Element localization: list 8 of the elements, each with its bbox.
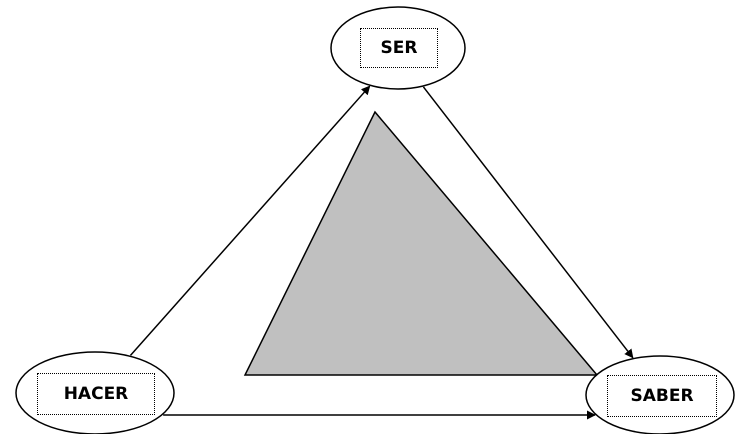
triangle-shape [244,110,599,376]
node-label: SER [380,38,418,58]
ellipse-node [330,6,466,90]
node-label: HACER [64,384,128,404]
node-label: SABER [630,386,694,406]
arrow [163,410,596,420]
arrow [422,86,634,358]
arrow [130,86,370,356]
